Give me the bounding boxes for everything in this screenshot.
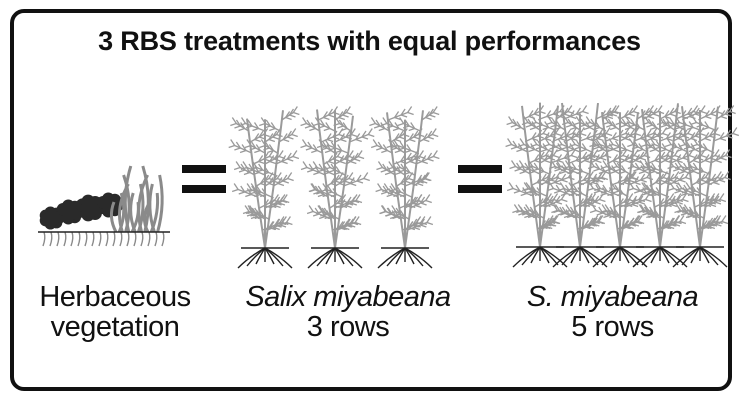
salix-3-rows-label-line2: 3 rows (228, 312, 468, 342)
salix-5-rows-illustration (505, 95, 725, 270)
salix-3-rows-label-line1: Salix miyabeana (228, 282, 468, 312)
salix-3-rows-illustration (225, 98, 450, 268)
salix-5-rows-label: S. miyabeana 5 rows (510, 282, 715, 342)
salix-5-rows-label-line1: S. miyabeana (510, 282, 715, 312)
herbaceous-label-line2: vegetation (20, 312, 210, 342)
herbaceous-label: Herbaceous vegetation (20, 282, 210, 342)
diagram-title: 3 RBS treatments with equal performances (0, 26, 739, 57)
equals-sign-1 (182, 165, 226, 195)
equals-sign-2 (458, 165, 502, 195)
salix-3-rows-label: Salix miyabeana 3 rows (228, 282, 468, 342)
salix-5-rows-label-line2: 5 rows (510, 312, 715, 342)
herbaceous-vegetation-illustration (38, 150, 173, 250)
herbaceous-label-line1: Herbaceous (20, 282, 210, 312)
